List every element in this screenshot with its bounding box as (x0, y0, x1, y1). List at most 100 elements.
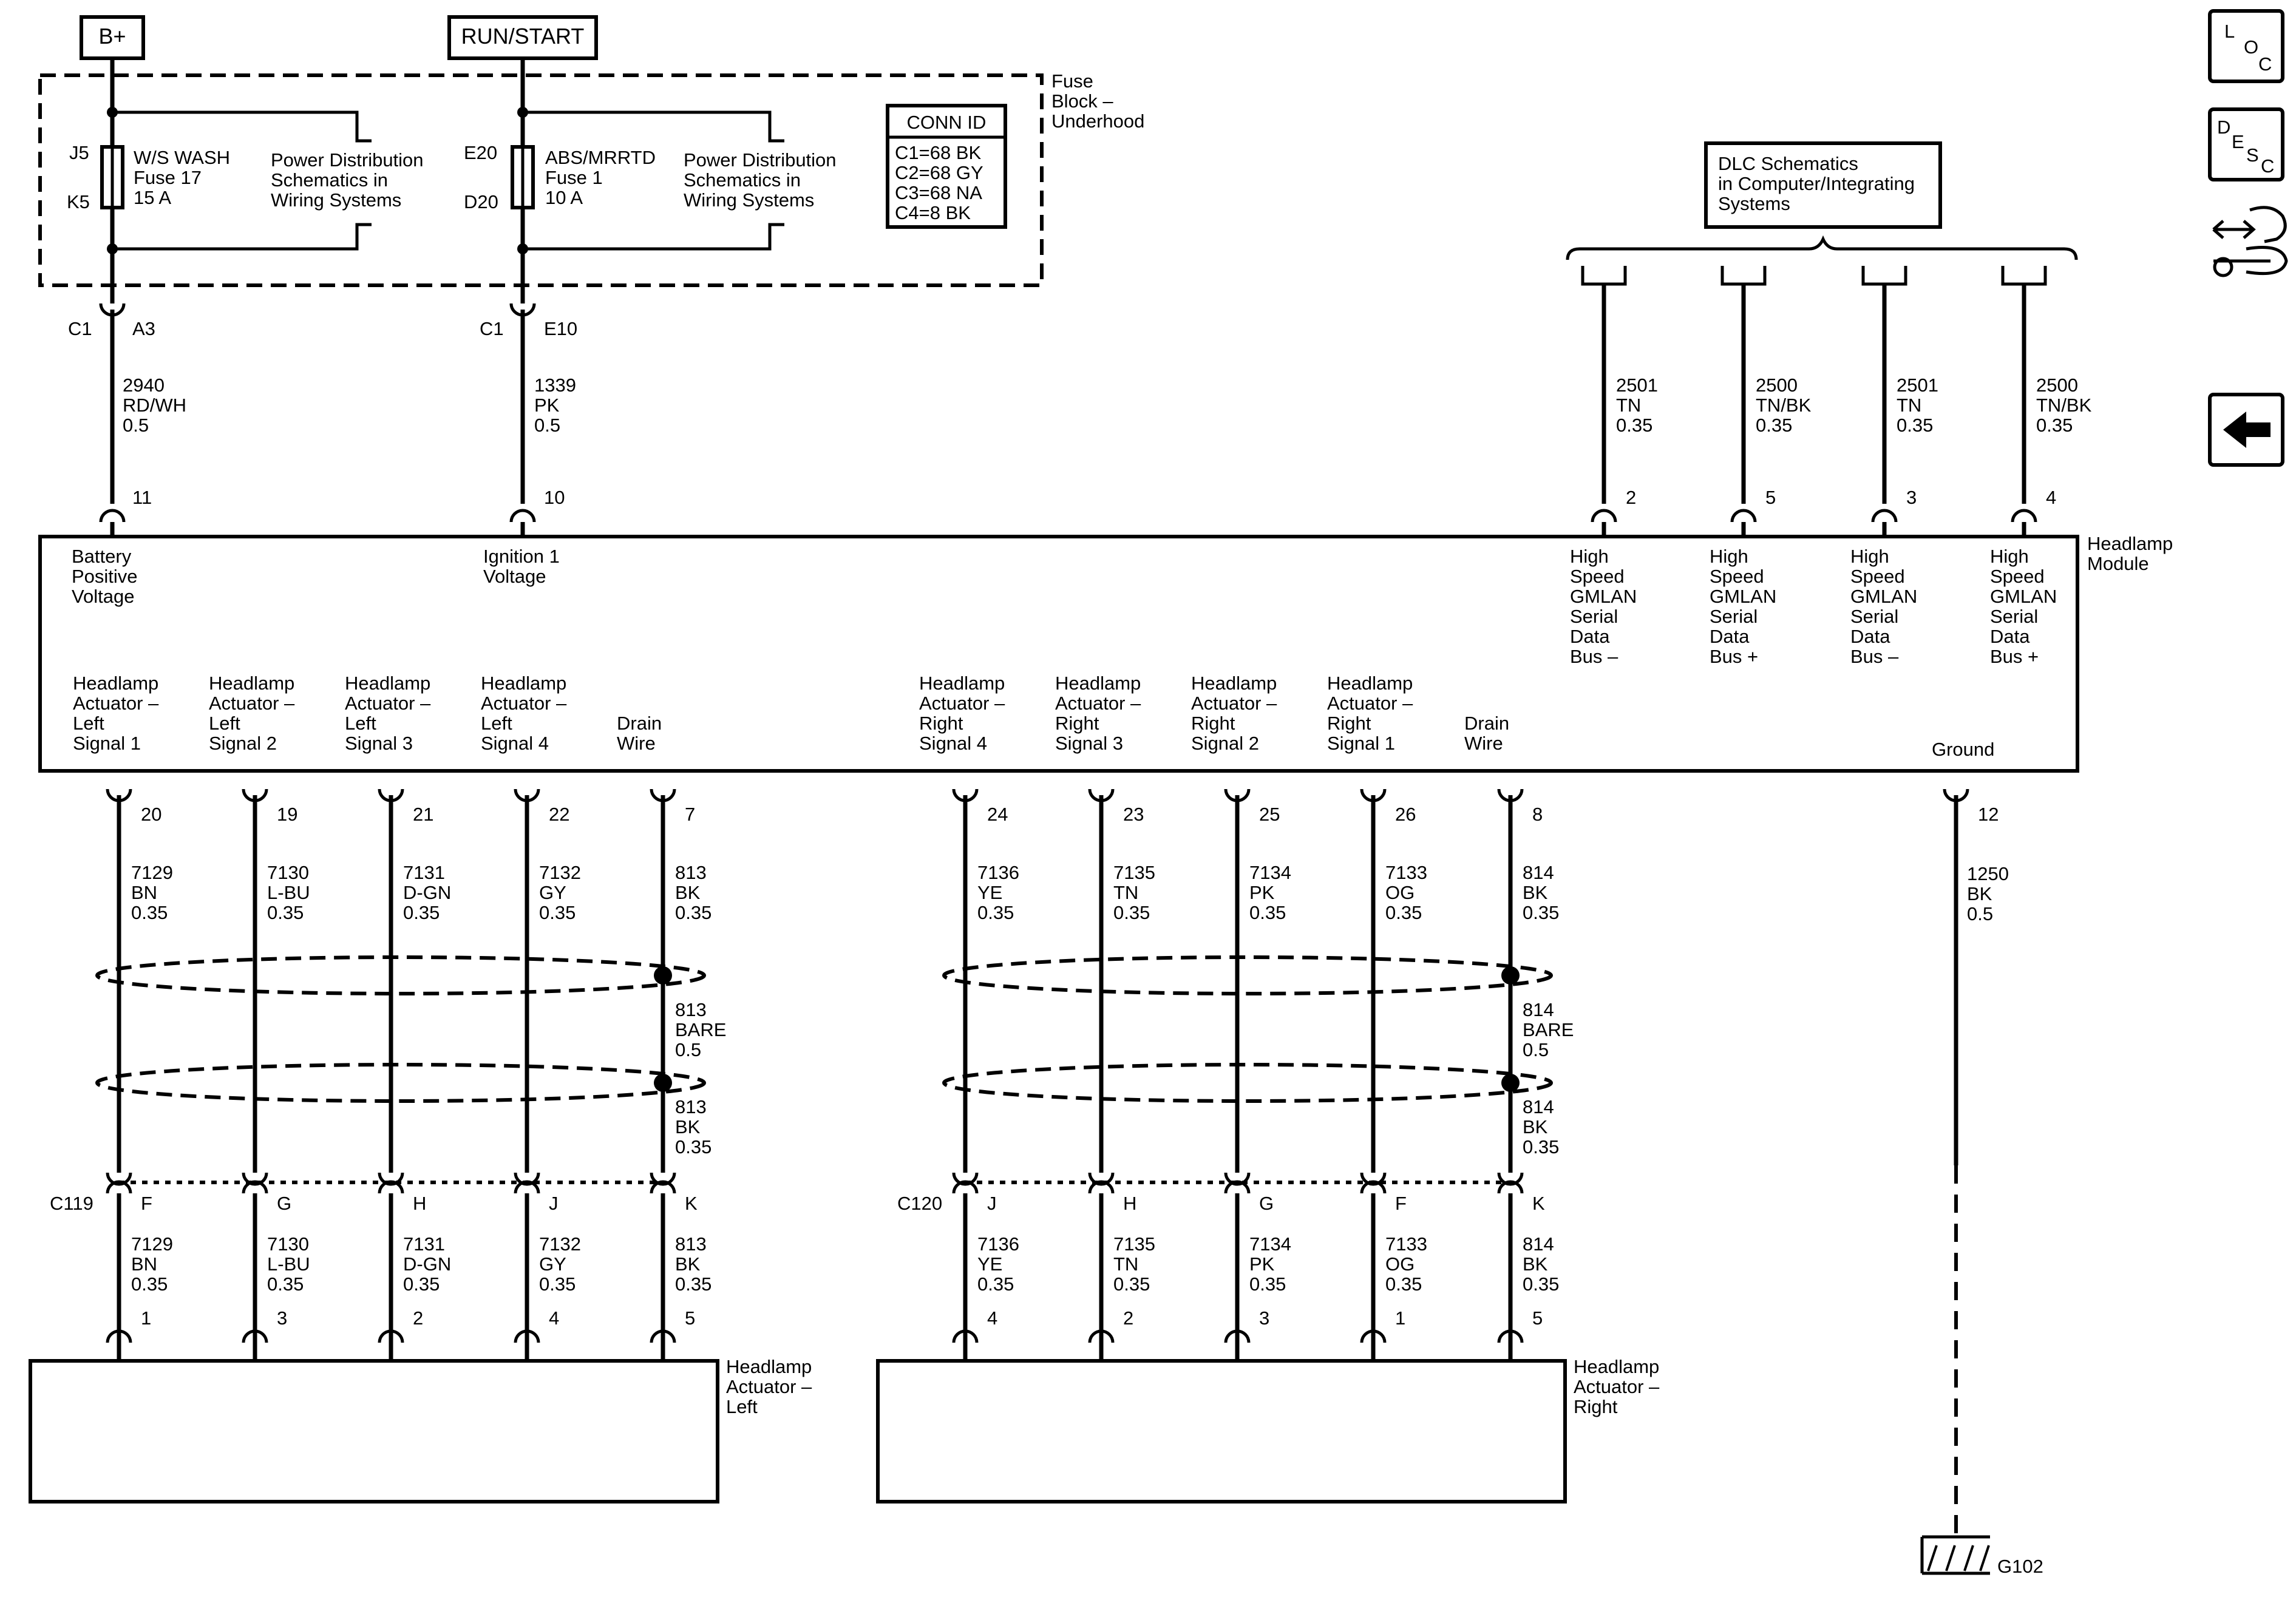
device-pin: 1 (141, 1307, 151, 1329)
power-dist-ref: Wiring Systems (684, 189, 814, 211)
module-pin: 22 (549, 804, 569, 825)
module-signal-label: Drain (1464, 713, 1509, 734)
gmlan-label-line: High (1990, 546, 2029, 567)
module-signal-label: Headlamp (73, 673, 158, 694)
wire-gauge: 0.35 (267, 1273, 304, 1295)
back-arrow-button[interactable] (2208, 393, 2284, 467)
device-name: Headlamp (726, 1356, 812, 1377)
c119-label: C119 (50, 1193, 93, 1214)
wire-circuit: 2940 (123, 375, 165, 396)
fuse-ws-wash: J5 K5 W/S WASH Fuse 17 15 A Power Distri… (67, 58, 424, 303)
device-pin: 3 (277, 1307, 287, 1329)
power-dist-ref: Power Distribution (684, 149, 837, 171)
module-signal-label: Wire (617, 733, 656, 754)
wire-gauge: 0.35 (977, 1273, 1014, 1295)
module-pin: 26 (1395, 804, 1416, 825)
device-pin: 5 (1532, 1307, 1543, 1329)
device-name: Right (1574, 1396, 1618, 1417)
wire-color: BK (1523, 1253, 1548, 1275)
wire-circuit: 7135 (1113, 862, 1155, 883)
module-signal-label: Headlamp (481, 673, 566, 694)
module-pin: 21 (413, 804, 433, 825)
wire-color: L-BU (267, 882, 310, 903)
conn-id-title: CONN ID (907, 112, 987, 133)
ground-symbol-icon (1920, 1535, 1990, 1575)
module-pin: 24 (987, 804, 1008, 825)
connector-label: C1 (68, 318, 92, 339)
gmlan-label-line: Bus – (1850, 646, 1899, 667)
shield-circuit: 813 (675, 999, 707, 1020)
connector-pin: J (549, 1193, 559, 1214)
wire-gauge: 0.35 (977, 902, 1014, 923)
fuse-label: 10 A (545, 187, 583, 208)
wire-color: PK (1249, 1253, 1275, 1275)
wire-circuit: 7131 (403, 862, 445, 883)
b-plus-source: B+ (80, 15, 145, 60)
gmlan-label-line: Data (1710, 626, 1750, 647)
module-pin: 10 (544, 487, 565, 508)
headlamp-actuator-right: Headlamp Actuator – Right (876, 1356, 1660, 1503)
module-signal-label: Signal 3 (1055, 733, 1123, 754)
run-start-source: RUN/START (447, 15, 598, 60)
connector-pin: F (141, 1193, 152, 1214)
module-pin: 7 (685, 804, 695, 825)
desc-letter: S (2246, 144, 2259, 166)
gmlan-label-line: GMLAN (1710, 586, 1776, 607)
wire-color: TN (1616, 395, 1641, 416)
wire-circuit: 813 (675, 1233, 707, 1255)
wire-gauge: 0.35 (1523, 1273, 1559, 1295)
shield-gauge: 0.5 (675, 1039, 701, 1060)
module-signal-label: Actuator – (345, 693, 431, 714)
wire-color: L-BU (267, 1253, 310, 1275)
module-signal-label: Right (919, 713, 963, 734)
wire-color: TN/BK (1756, 395, 1812, 416)
connector-pin: J (987, 1193, 997, 1214)
module-pin: 20 (141, 804, 161, 825)
wire-circuit: 7136 (977, 1233, 1019, 1255)
wire-gauge: 0.35 (1756, 415, 1792, 436)
wire-gauge: 0.35 (539, 1273, 576, 1295)
wire-circuit: 7133 (1385, 862, 1427, 883)
fuse-pin-top: J5 (69, 142, 89, 163)
module-pin: 3 (1906, 487, 1917, 508)
shield-splice (654, 966, 672, 985)
gmlan-label-line: Bus + (1990, 646, 2039, 667)
module-signal-label: Headlamp (209, 673, 294, 694)
wire-gauge: 0.35 (1249, 902, 1286, 923)
wire-circuit: 7134 (1249, 862, 1291, 883)
conn-id-row: C4=8 BK (895, 202, 971, 223)
connector-tool-icon[interactable] (2212, 206, 2288, 277)
ignition-label: Ignition 1 (483, 546, 560, 567)
wire-gauge: 0.35 (1385, 1273, 1422, 1295)
gmlan-label-line: Serial (1710, 606, 1758, 627)
desc-letter: D (2217, 117, 2230, 138)
wire-circuit: 7129 (131, 1233, 173, 1255)
wire-color: YE (977, 882, 1002, 903)
desc-button[interactable]: D E S C (2208, 107, 2284, 181)
fuse-pin-bottom: D20 (464, 191, 498, 212)
dlc-ref-line: DLC Schematics (1718, 153, 1858, 174)
power-dist-ref: Schematics in (271, 169, 388, 191)
fuse-label: W/S WASH (134, 147, 230, 168)
module-signal-label: Wire (1464, 733, 1503, 754)
device-pin: 2 (1123, 1307, 1133, 1329)
loc-button[interactable]: L O C (2208, 9, 2284, 83)
module-signal-label: Headlamp (919, 673, 1005, 694)
connector-pin: G (277, 1193, 291, 1214)
wire-circuit: 1250 (1967, 863, 2009, 884)
wire-circuit: 7131 (403, 1233, 445, 1255)
device-pin: 1 (1395, 1307, 1405, 1329)
module-signal-label: Signal 3 (345, 733, 413, 754)
gmlan-label-line: Data (1990, 626, 2030, 647)
connector-pin: H (1123, 1193, 1136, 1214)
loc-letter: O (2244, 36, 2258, 58)
conn-id-row: C2=68 GY (895, 162, 983, 183)
wire-circuit: 7136 (977, 862, 1019, 883)
module-signal-label: Drain (617, 713, 662, 734)
wire-gauge: 0.35 (1616, 415, 1652, 436)
module-pin: 19 (277, 804, 297, 825)
gmlan-label-line: Bus – (1570, 646, 1618, 667)
